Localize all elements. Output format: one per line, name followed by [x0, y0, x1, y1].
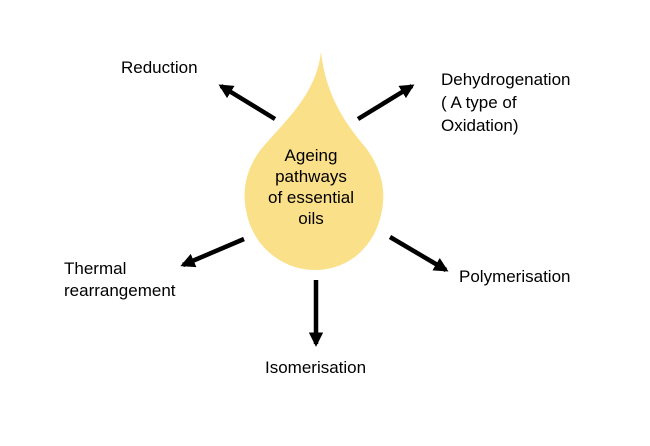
pathway-label-polymerisation: Polymerisation — [459, 266, 571, 288]
center-line-2: pathways — [275, 167, 347, 186]
dehydrogenation-line-2: ( A type of — [441, 93, 517, 112]
center-line-4: oils — [298, 209, 324, 228]
pathway-label-dehydrogenation: Dehydrogenation ( A type of Oxidation) — [441, 68, 570, 137]
pathway-label-reduction: Reduction — [121, 57, 198, 79]
isomerisation-line-1: Isomerisation — [265, 358, 367, 377]
pathway-label-isomerisation: Isomerisation — [265, 357, 366, 379]
arrow-to-reduction — [218, 84, 277, 121]
dehydrogenation-line-3: Oxidation) — [441, 116, 519, 135]
center-line-3: of essential — [268, 188, 354, 207]
polymerisation-line-1: Polymerisation — [459, 267, 571, 286]
arrow-to-thermal-rearrangement — [180, 236, 245, 268]
dehydrogenation-line-1: Dehydrogenation — [441, 70, 571, 89]
arrow-to-polymerisation — [388, 235, 449, 272]
arrow-to-dehydrogenation — [356, 84, 415, 121]
oil-drop-shape — [244, 52, 384, 270]
pathway-label-thermal-rearrangement: Thermal rearrangement — [64, 258, 176, 302]
thermal-line-2: rearrangement — [64, 281, 176, 300]
thermal-line-1: Thermal — [64, 259, 127, 278]
central-topic-label: Ageing pathways of essential oils — [246, 145, 376, 229]
center-line-1: Ageing — [284, 146, 338, 165]
reduction-line-1: Reduction — [121, 58, 198, 77]
